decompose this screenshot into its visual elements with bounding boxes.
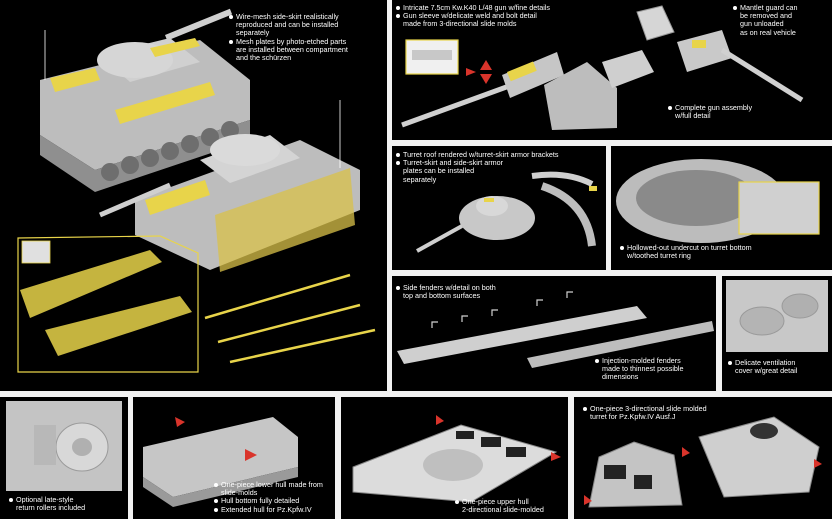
caption-line: One-piece 3-directional slide molded xyxy=(582,404,782,413)
panel-tank-overview: Wire-mesh side-skirt realistically repro… xyxy=(0,0,387,391)
caption-line: w/full detail xyxy=(675,111,711,121)
turret-skirt-illustration xyxy=(416,171,597,253)
caption-line: return rollers included xyxy=(16,503,86,513)
caption-line: Delicate ventilation xyxy=(727,358,831,367)
caption-line: and the schürzen xyxy=(236,53,292,63)
panel-lower-hull: One-piece lower hull made from slide-mol… xyxy=(133,397,335,519)
caption-line: Extended hull for Pz.Kpfw.IV xyxy=(213,505,335,514)
caption-line: Intricate 7.5cm Kw.K40 L/48 gun w/fine d… xyxy=(395,3,635,12)
tank-illustration xyxy=(17,8,376,373)
caption-line: w/toothed turret ring xyxy=(627,251,691,261)
caption-gun: Intricate 7.5cm Kw.K40 L/48 gun w/fine d… xyxy=(395,3,635,29)
caption-wire-mesh: Wire-mesh side-skirt realistically repro… xyxy=(228,12,378,63)
caption-line: made to thinnest possible xyxy=(602,364,684,374)
caption-injection-molded: Injection-molded fenders made to thinnes… xyxy=(594,356,714,382)
panel-gun: Intricate 7.5cm Kw.K40 L/48 gun w/fine d… xyxy=(392,0,832,140)
panel-return-rollers: Optional late-style return rollers inclu… xyxy=(0,397,128,519)
direction-arrows xyxy=(466,60,492,84)
direction-arrows xyxy=(584,447,822,505)
caption-line: cover w/great detail xyxy=(735,366,798,376)
direction-arrows xyxy=(175,417,257,461)
gun-illustration xyxy=(401,5,804,130)
caption-line: Mesh plates by photo-etched parts xyxy=(228,37,378,46)
caption-line: Optional late-style xyxy=(8,495,126,504)
caption-side-fenders: Side fenders w/detail on both top and bo… xyxy=(395,283,545,301)
caption-line: separately xyxy=(236,28,270,38)
panel-fenders: Side fenders w/detail on both top and bo… xyxy=(392,276,716,391)
mesh-inset xyxy=(17,235,199,373)
caption-ventilation: Delicate ventilation cover w/great detai… xyxy=(727,358,831,376)
panel-ventilation: Delicate ventilation cover w/great detai… xyxy=(722,276,832,391)
caption-line: 2-directional slide-molded xyxy=(462,505,544,515)
turret-bottom-illustration xyxy=(616,159,820,243)
caption-line: be removed and xyxy=(740,11,792,21)
caption-return-rollers: Optional late-style return rollers inclu… xyxy=(8,495,126,513)
direction-arrows xyxy=(436,415,561,461)
panel-upper-hull: One-piece upper hull 2-directional slide… xyxy=(341,397,568,519)
caption-line: Turret-skirt and side-skirt armor xyxy=(395,158,605,167)
mesh-plates xyxy=(204,273,376,364)
breech-model xyxy=(544,62,617,130)
caption-line: Gun sleeve w/delicate weld and bolt deta… xyxy=(395,11,635,20)
caption-turret-roof: Turret roof rendered w/turret-skirt armo… xyxy=(395,150,605,184)
caption-line: as on real vehicle xyxy=(740,27,796,37)
caption-line: top and bottom surfaces xyxy=(403,291,481,301)
caption-lower-hull: One-piece lower hull made from slide-mol… xyxy=(213,480,335,514)
caption-line: plates can be installed xyxy=(403,166,475,176)
caption-line: One-piece lower hull made from xyxy=(213,480,335,489)
caption-line: slide-molds xyxy=(221,488,258,498)
caption-line: dimensions xyxy=(602,372,639,382)
caption-line: Mantlet guard can xyxy=(732,3,830,12)
ventilation-illustration xyxy=(726,280,828,352)
caption-line: Turret roof rendered w/turret-skirt armo… xyxy=(395,150,605,159)
caption-line: turret for Pz.Kpfw.IV Ausf.J xyxy=(590,412,676,422)
caption-line: Wire-mesh side-skirt realistically xyxy=(228,12,378,21)
caption-turret: One-piece 3-directional slide molded tur… xyxy=(582,404,782,422)
caption-mantlet: Mantlet guard can be removed and gun unl… xyxy=(732,3,830,37)
return-roller-illustration xyxy=(6,401,122,491)
caption-line: gun unloaded xyxy=(740,19,784,29)
fenders-illustration xyxy=(397,291,714,368)
caption-hollowed-out: Hollowed-out undercut on turret bottom w… xyxy=(619,243,829,261)
turret-illustration xyxy=(584,416,822,508)
panel-turret-bottom: Hollowed-out undercut on turret bottom w… xyxy=(611,146,832,270)
caption-line: separately xyxy=(403,174,437,184)
tank-upper-model xyxy=(40,8,250,192)
skirt-plate xyxy=(540,182,596,247)
caption-line: reproduced and can be installed xyxy=(236,20,339,30)
turret-ring-inset xyxy=(738,181,820,235)
caption-gun-assembly: Complete gun assembly w/full detail xyxy=(667,103,797,121)
panel-turret-skirt: Turret roof rendered w/turret-skirt armo… xyxy=(392,146,606,270)
tank-lower-model xyxy=(99,100,360,272)
caption-line: Side fenders w/detail on both xyxy=(395,283,545,292)
caption-line: made from 3-directional slide molds xyxy=(403,19,517,29)
lower-hull-illustration xyxy=(143,417,298,507)
caption-line: Injection-molded fenders xyxy=(594,356,714,365)
mantlet-guard-model xyxy=(636,5,675,41)
fender-lower xyxy=(527,321,714,368)
caption-line: One-piece upper hull xyxy=(454,497,567,506)
caption-line: are installed between compartment xyxy=(236,44,348,54)
caption-line: Complete gun assembly xyxy=(667,103,797,112)
panel-turret: One-piece 3-directional slide molded tur… xyxy=(574,397,832,519)
caption-line: Hull bottom fully detailed xyxy=(213,497,335,505)
fender-upper xyxy=(397,306,647,364)
caption-line: Hollowed-out undercut on turret bottom xyxy=(619,243,829,252)
upper-hull-illustration xyxy=(352,415,561,503)
caption-upper-hull: One-piece upper hull 2-directional slide… xyxy=(454,497,567,515)
